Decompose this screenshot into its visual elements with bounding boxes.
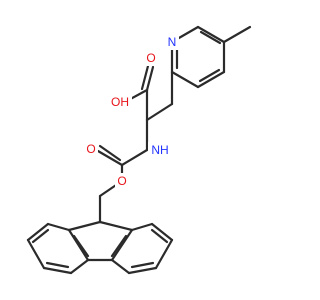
- bond: [110, 258, 131, 275]
- atom-label: OH: [111, 95, 129, 109]
- bond: [110, 228, 134, 262]
- atom-n-pyridine: N: [165, 34, 179, 50]
- atom-o-carbonyl: O: [84, 141, 98, 157]
- atom-o-ester: O: [115, 173, 129, 189]
- bond: [196, 70, 226, 89]
- bond: [222, 25, 252, 44]
- bond: [140, 64, 150, 91]
- bond: [67, 228, 90, 262]
- bond: [110, 234, 128, 258]
- bond: [127, 266, 158, 275]
- atom-label: N: [168, 35, 177, 49]
- bond: [154, 238, 174, 270]
- bond: [96, 149, 124, 167]
- bond: [98, 144, 122, 162]
- atom-o-acid: O: [144, 50, 158, 66]
- bond: [145, 65, 155, 92]
- atom-label: O: [117, 174, 126, 188]
- bond: [170, 70, 200, 89]
- atom-oh-acid: OH: [108, 94, 132, 110]
- bond: [198, 68, 221, 83]
- bond: [199, 30, 222, 45]
- bonds: [26, 25, 252, 275]
- bond: [46, 222, 71, 232]
- bond: [26, 222, 50, 242]
- bond: [130, 222, 154, 232]
- bond: [150, 222, 174, 242]
- bond: [26, 238, 46, 270]
- bond: [31, 228, 50, 244]
- bond: [196, 25, 226, 44]
- bond: [42, 266, 73, 275]
- bond: [150, 228, 169, 244]
- bond: [120, 148, 149, 167]
- bond: [45, 261, 70, 269]
- bond: [145, 102, 174, 122]
- atom-labels: N O OH NH O O: [84, 34, 179, 189]
- atom-label: O: [146, 51, 155, 65]
- atom-nh: NH: [148, 142, 172, 158]
- atom-label: O: [86, 142, 95, 156]
- structure-canvas: N O OH NH O O: [26, 25, 252, 275]
- bond: [69, 258, 90, 275]
- bond: [98, 220, 134, 232]
- bond: [67, 220, 102, 232]
- atom-label: NH: [151, 143, 168, 157]
- bond: [130, 261, 155, 269]
- molecule-diagram: N O OH NH O O: [26, 25, 252, 275]
- bond: [72, 234, 90, 258]
